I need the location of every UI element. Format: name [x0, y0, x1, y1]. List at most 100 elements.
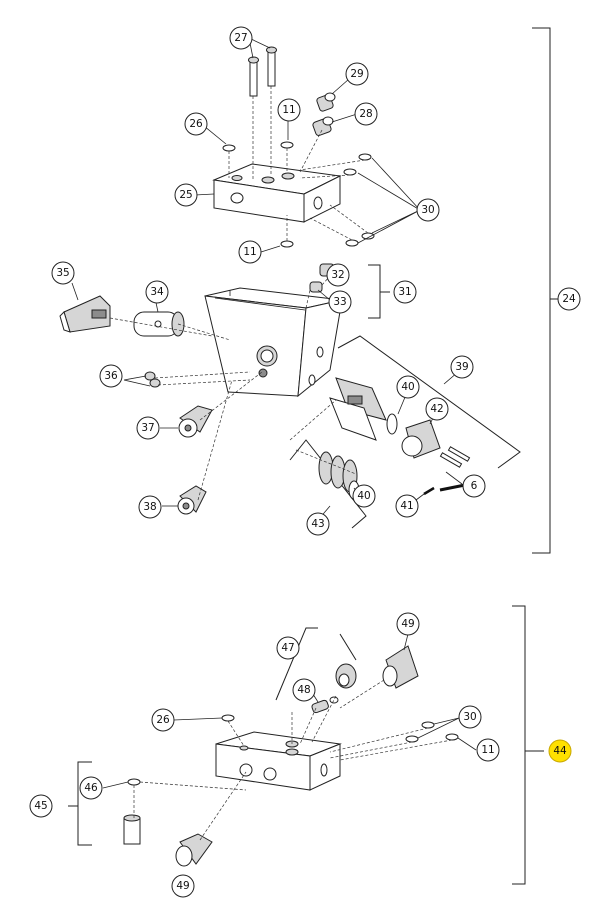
o-ring-11-top — [280, 141, 294, 149]
svg-text:40: 40 — [357, 490, 370, 502]
svg-text:47: 47 — [281, 642, 294, 654]
callout-24[interactable]: 24 — [557, 287, 581, 311]
assembly-45-bracket — [68, 761, 92, 846]
callout-36[interactable]: 36 — [99, 364, 123, 388]
callout-42[interactable]: 42 — [425, 397, 449, 421]
housing-body — [204, 287, 343, 398]
fitting-33 — [309, 281, 323, 293]
svg-text:41: 41 — [400, 500, 413, 512]
callout-38[interactable]: 38 — [138, 495, 162, 519]
callout-28[interactable]: 28 — [354, 102, 378, 126]
fitting-49-bottom — [175, 833, 213, 867]
o-ring-26-bot — [221, 714, 235, 722]
cartridge-39 — [329, 377, 387, 441]
callout-31[interactable]: 31 — [393, 280, 417, 304]
valve-37 — [178, 405, 213, 438]
o-ring-30-e — [421, 721, 435, 729]
svg-text:42: 42 — [430, 403, 443, 415]
assembly-44-bracket — [512, 605, 544, 885]
svg-text:35: 35 — [56, 267, 69, 279]
svg-text:43: 43 — [311, 518, 324, 530]
svg-text:29: 29 — [350, 68, 363, 80]
fitting-28 — [312, 116, 334, 136]
o-ring-30-b — [343, 168, 357, 176]
callout-6[interactable]: 6 — [462, 474, 486, 498]
svg-text:31: 31 — [398, 286, 411, 298]
o-ring-30-a — [358, 153, 372, 161]
svg-text:49: 49 — [401, 618, 414, 630]
callout-25[interactable]: 25 — [174, 183, 198, 207]
callout-32[interactable]: 32 — [326, 263, 350, 287]
o-ring-11-mid — [280, 240, 294, 248]
svg-text:34: 34 — [150, 286, 164, 298]
assembly-line-top-1 — [228, 86, 369, 241]
callout-44-highlighted[interactable]: 44 — [548, 739, 572, 763]
callout-34[interactable]: 34 — [145, 280, 169, 304]
svg-text:33: 33 — [333, 296, 346, 308]
svg-text:30: 30 — [421, 204, 434, 216]
latch-35 — [59, 295, 111, 333]
assembly-39-bracket — [337, 335, 521, 469]
fitting-29 — [316, 92, 336, 112]
svg-text:11: 11 — [282, 104, 295, 116]
callout-35[interactable]: 35 — [51, 261, 75, 285]
assembly-31-bracket — [368, 264, 390, 319]
svg-text:48: 48 — [297, 684, 310, 696]
callout-27[interactable]: 27 — [229, 26, 253, 50]
svg-text:38: 38 — [143, 501, 156, 513]
o-ring-30-f — [405, 735, 419, 743]
svg-text:6: 6 — [471, 480, 478, 492]
screw-27-right — [266, 46, 277, 87]
svg-text:37: 37 — [141, 422, 154, 434]
callout-11-bottom[interactable]: 11 — [476, 738, 500, 762]
callout-11-top[interactable]: 11 — [277, 98, 301, 122]
callout-26-top[interactable]: 26 — [184, 112, 208, 136]
callout-41[interactable]: 41 — [395, 494, 419, 518]
callout-30-top[interactable]: 30 — [416, 198, 440, 222]
fitting-49-top — [382, 645, 419, 689]
callout-46[interactable]: 46 — [79, 776, 103, 800]
svg-text:45: 45 — [34, 800, 47, 812]
callout-47[interactable]: 47 — [276, 636, 300, 660]
callout-49-top[interactable]: 49 — [396, 612, 420, 636]
o-ring-30-d — [345, 239, 359, 247]
svg-text:30: 30 — [463, 711, 476, 723]
fitting-48 — [311, 696, 339, 714]
callout-40-a[interactable]: 40 — [396, 375, 420, 399]
assembly-line-bottom — [133, 679, 453, 841]
callout-49-bottom[interactable]: 49 — [171, 874, 195, 898]
svg-text:32: 32 — [331, 269, 344, 281]
cartridge-47 — [335, 663, 357, 689]
svg-text:36: 36 — [104, 370, 118, 382]
o-ring-40-a — [386, 413, 398, 435]
callout-40-b[interactable]: 40 — [352, 484, 376, 508]
pin-34 — [133, 311, 185, 337]
callout-39[interactable]: 39 — [450, 355, 474, 379]
callout-30-bottom[interactable]: 30 — [458, 705, 482, 729]
svg-text:25: 25 — [179, 189, 192, 201]
svg-text:49: 49 — [176, 880, 189, 892]
svg-text:40: 40 — [401, 381, 414, 393]
callout-29[interactable]: 29 — [345, 62, 369, 86]
screw-36 — [144, 371, 161, 388]
svg-text:26: 26 — [189, 118, 203, 130]
callout-43[interactable]: 43 — [306, 512, 330, 536]
svg-text:46: 46 — [84, 782, 98, 794]
callout-48[interactable]: 48 — [292, 678, 316, 702]
callout-37[interactable]: 37 — [136, 416, 160, 440]
callout-33[interactable]: 33 — [328, 290, 352, 314]
callout-26-bottom[interactable]: 26 — [151, 708, 175, 732]
callout-45[interactable]: 45 — [29, 794, 53, 818]
o-ring-11-bot — [445, 733, 459, 741]
assembly-47-bracket — [275, 627, 357, 701]
plug-46 — [123, 778, 141, 845]
callout-11-mid[interactable]: 11 — [238, 240, 262, 264]
knob-42 — [401, 419, 441, 459]
o-ring-26-top — [222, 144, 236, 152]
svg-text:44: 44 — [553, 745, 567, 757]
svg-text:39: 39 — [455, 361, 468, 373]
screw-27-left — [248, 56, 259, 97]
manifold-block-25 — [212, 163, 342, 223]
assembly-line-mid — [109, 275, 357, 501]
